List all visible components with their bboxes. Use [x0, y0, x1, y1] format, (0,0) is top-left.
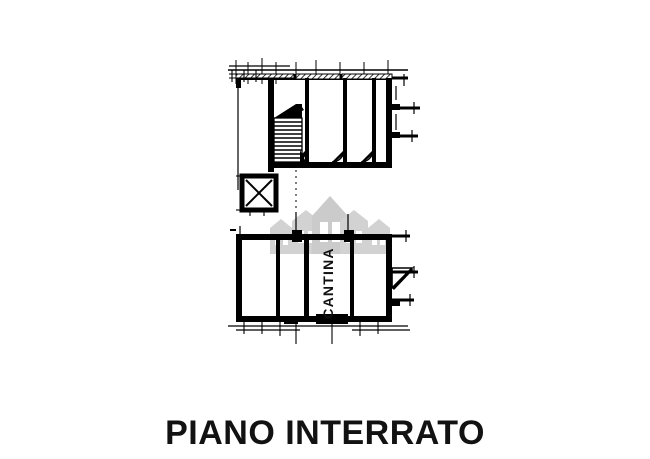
upper-wall-left: [268, 78, 274, 172]
lower-bottom-ticks: [243, 322, 379, 344]
upper-right-pier-1: [392, 104, 400, 110]
lift-shaft: [236, 173, 279, 216]
lower-bottom-dimensions: [228, 325, 410, 331]
upper-right-ticks: [395, 74, 415, 142]
lower-door-swing: [391, 267, 414, 290]
lower-small-pier: [284, 316, 298, 324]
upper-wall-bottom: [268, 162, 392, 168]
lower-right-ticks: [405, 230, 415, 306]
upper-partition-1: [305, 78, 309, 164]
lower-right-wall-lower: [386, 296, 392, 322]
upper-wall-right: [386, 78, 392, 168]
lower-right-pier: [386, 300, 400, 306]
lower-pier-top-1: [292, 230, 302, 242]
upper-wall-top-hatch-3: [341, 73, 393, 80]
upper-plan-block: [228, 58, 420, 216]
upper-wall-top-hatch-2: [295, 73, 341, 80]
lower-solid-pier: [316, 314, 348, 324]
page-title: PIANO INTERRATO: [165, 414, 485, 452]
lower-partition-3: [350, 238, 354, 318]
upper-partition-2: [343, 78, 347, 164]
lower-pier-top-2: [344, 230, 354, 242]
lower-wall-top: [236, 234, 392, 240]
upper-wall-top-hatch: [235, 73, 295, 79]
lower-wall-left: [236, 234, 242, 322]
lower-partition-1: [276, 238, 280, 318]
lower-wall-right: [386, 234, 392, 322]
lower-plan-block: CANTINA: [228, 212, 418, 344]
upper-left-hatch-bars: [229, 70, 266, 82]
lower-partition-2: [304, 238, 309, 318]
room-label-cantina: CANTINA: [320, 247, 336, 318]
upper-right-pier-2: [392, 132, 400, 138]
staircase: [273, 104, 306, 163]
upper-partition-3: [372, 78, 376, 164]
upper-dimension-ticks: [235, 58, 389, 84]
lower-wall-bottom: [236, 316, 392, 322]
